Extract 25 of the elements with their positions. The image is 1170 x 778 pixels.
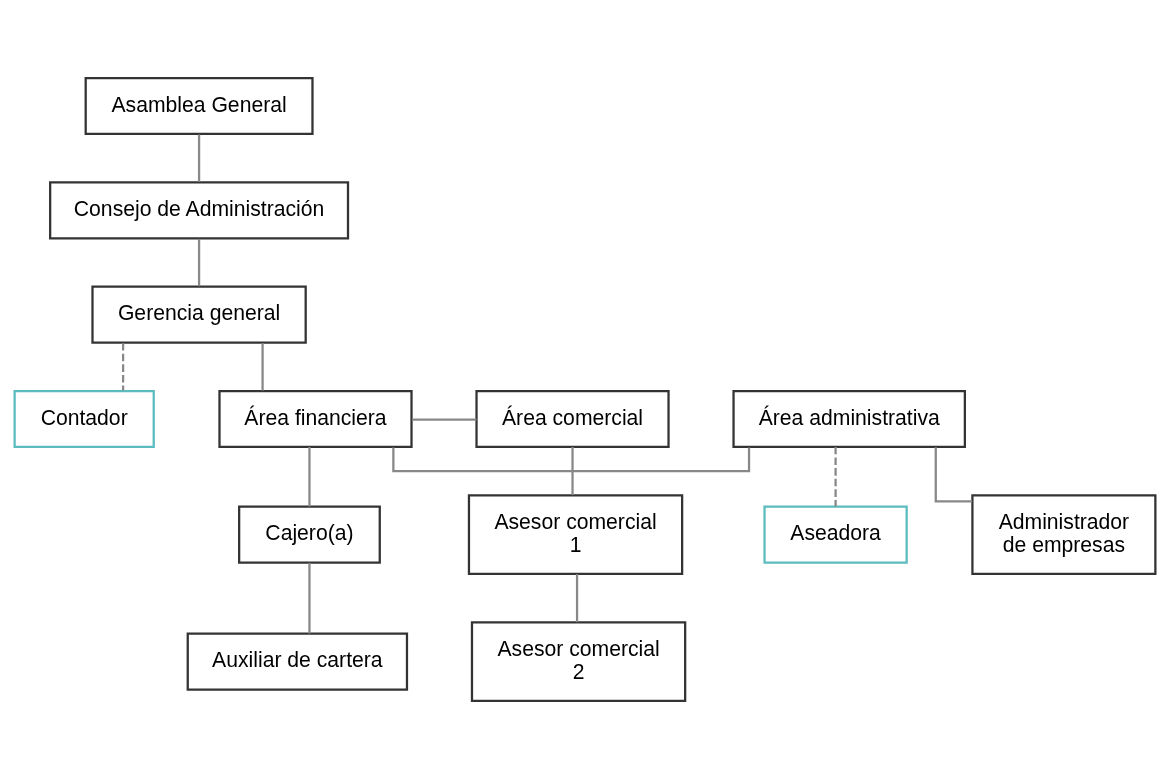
node-box: Gerencia general <box>91 285 307 344</box>
connector <box>834 446 837 506</box>
connector <box>934 446 973 502</box>
node-box: Administrador de empresas <box>971 493 1157 575</box>
node-box: Aseadora <box>763 505 908 564</box>
connector <box>308 562 311 634</box>
node-box: Cajero(a) <box>238 505 381 564</box>
node-box: Contador <box>13 389 155 448</box>
node-box: Área administrativa <box>732 389 966 448</box>
node-box: Asesor comercial 2 <box>470 620 687 702</box>
connector <box>197 238 201 286</box>
node-box: Asamblea General <box>84 76 314 135</box>
connector <box>392 447 751 472</box>
connector <box>261 342 264 390</box>
connector <box>571 446 574 495</box>
connector <box>575 573 579 622</box>
node-box: Área financiera <box>218 389 413 448</box>
node-box: Consejo de Administración <box>49 180 350 239</box>
node-box: Asesor comercial 1 <box>467 493 684 575</box>
node-box: Área comercial <box>475 389 670 448</box>
connector <box>411 418 477 421</box>
connector <box>308 446 311 506</box>
connector <box>197 134 201 182</box>
connector <box>121 342 125 390</box>
node-box: Auxiliar de cartera <box>186 632 409 691</box>
